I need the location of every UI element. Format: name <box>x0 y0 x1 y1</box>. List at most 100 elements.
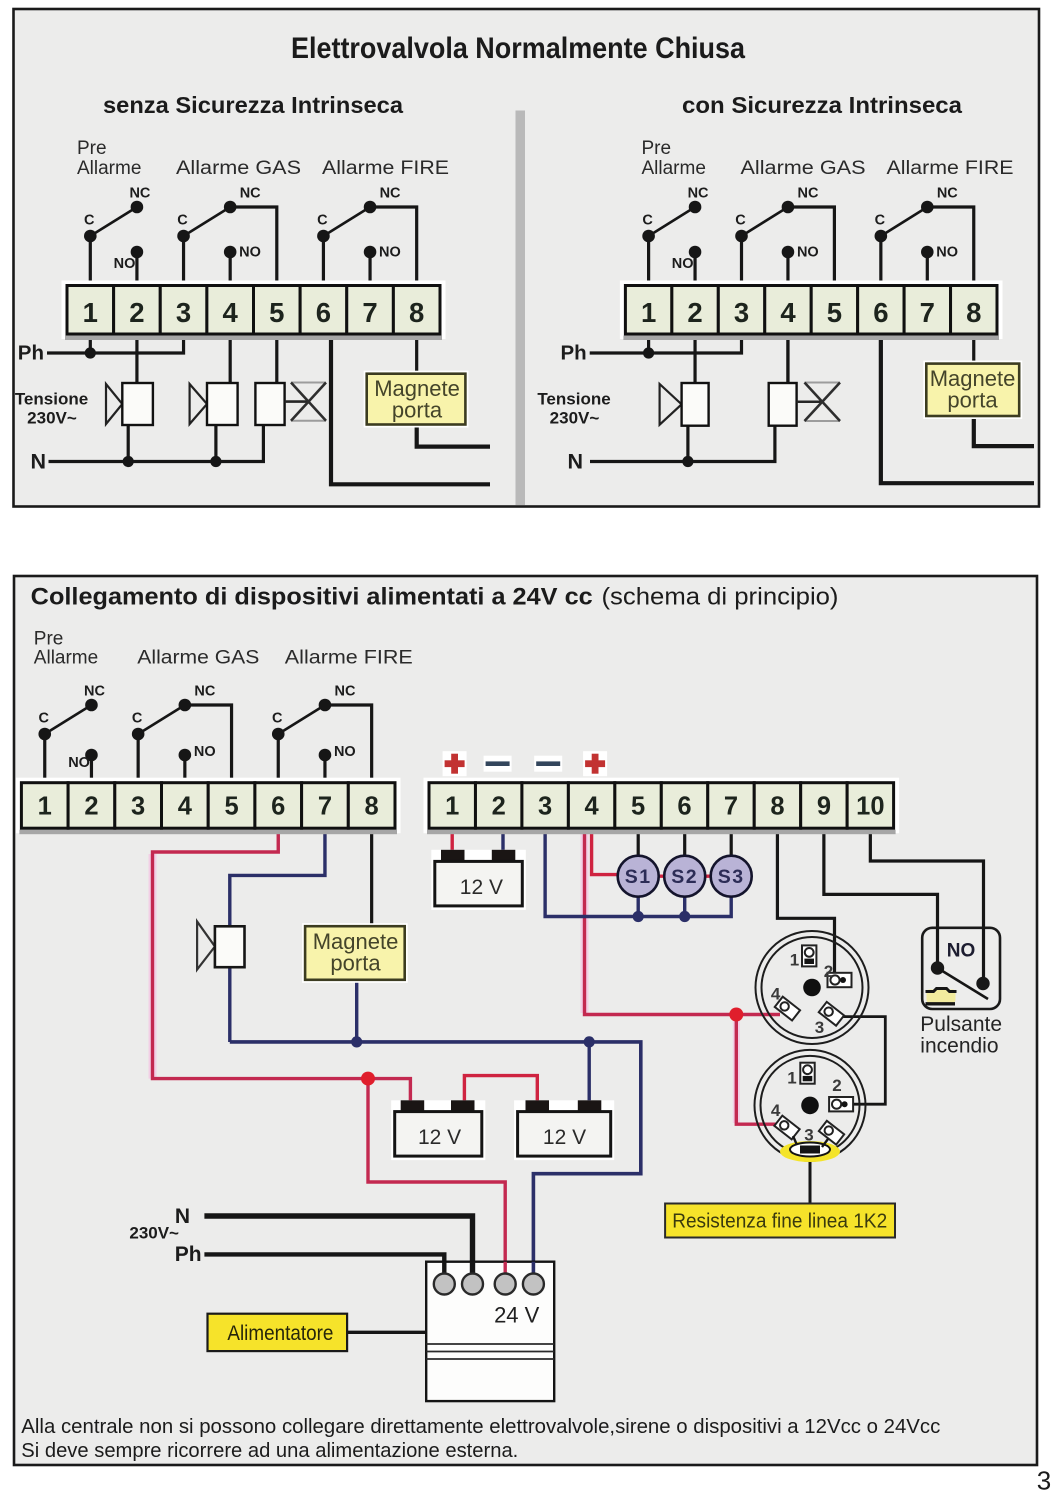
svg-text:3: 3 <box>1037 1466 1051 1496</box>
svg-text:S2: S2 <box>671 866 698 888</box>
svg-text:NO: NO <box>379 245 401 261</box>
svg-text:NO: NO <box>68 755 90 771</box>
svg-text:5: 5 <box>631 793 645 821</box>
svg-text:C: C <box>642 213 653 229</box>
svg-text:230V~: 230V~ <box>550 409 600 428</box>
svg-text:N: N <box>175 1205 190 1228</box>
svg-text:4: 4 <box>771 985 781 1004</box>
svg-text:incendio: incendio <box>920 1035 998 1058</box>
svg-text:NC: NC <box>240 186 261 202</box>
svg-text:2: 2 <box>129 297 144 328</box>
svg-text:porta: porta <box>392 398 443 423</box>
svg-text:5: 5 <box>269 297 284 328</box>
svg-text:3: 3 <box>131 793 145 821</box>
svg-text:7: 7 <box>920 297 935 328</box>
svg-text:8: 8 <box>409 297 424 328</box>
svg-text:8: 8 <box>966 297 981 328</box>
svg-text:3: 3 <box>176 297 191 328</box>
svg-text:Si deve sempre ricorrere ad un: Si deve sempre ricorrere ad una alimenta… <box>21 1440 518 1462</box>
svg-text:C: C <box>132 711 143 727</box>
svg-text:Alla centrale non si possono c: Alla centrale non si possono collegare d… <box>21 1416 940 1438</box>
svg-text:senza Sicurezza Intrinseca: senza Sicurezza Intrinseca <box>103 92 403 118</box>
svg-text:Tensione: Tensione <box>15 390 88 409</box>
svg-text:9: 9 <box>817 793 831 821</box>
svg-text:N: N <box>30 449 46 473</box>
svg-text:NC: NC <box>797 186 818 202</box>
svg-text:NO: NO <box>239 245 261 261</box>
svg-text:C: C <box>875 213 886 229</box>
svg-text:5: 5 <box>224 793 238 821</box>
svg-text:Resistenza fine linea 1K2: Resistenza fine linea 1K2 <box>672 1211 887 1233</box>
svg-text:7: 7 <box>362 297 377 328</box>
svg-text:Ph: Ph <box>175 1243 202 1266</box>
svg-text:2: 2 <box>687 297 702 328</box>
svg-text:Allarme FIRE: Allarme FIRE <box>285 648 413 669</box>
svg-text:6: 6 <box>873 297 888 328</box>
svg-text:Allarme FIRE: Allarme FIRE <box>322 158 449 179</box>
svg-text:1: 1 <box>445 793 459 821</box>
svg-text:4: 4 <box>223 297 239 328</box>
svg-text:S1: S1 <box>625 866 652 888</box>
svg-text:NO: NO <box>672 256 694 272</box>
svg-text:Collegamento di dispositivi al: Collegamento di dispositivi alimentati a… <box>31 584 593 611</box>
svg-text:C: C <box>84 213 95 229</box>
svg-text:5: 5 <box>827 297 842 328</box>
svg-text:Allarme: Allarme <box>642 158 706 179</box>
svg-text:Ph: Ph <box>560 341 586 364</box>
svg-text:4: 4 <box>178 793 193 821</box>
svg-text:8: 8 <box>365 793 379 821</box>
svg-text:Magnete: Magnete <box>313 929 399 954</box>
svg-text:NC: NC <box>380 186 401 202</box>
svg-text:NC: NC <box>688 186 709 202</box>
svg-text:NO: NO <box>194 744 216 760</box>
svg-text:C: C <box>39 711 50 727</box>
svg-text:1: 1 <box>83 297 98 328</box>
svg-text:NC: NC <box>194 684 215 700</box>
svg-text:1: 1 <box>790 951 799 970</box>
svg-text:Pre: Pre <box>34 628 64 649</box>
svg-text:Pre: Pre <box>642 138 672 159</box>
svg-text:Magnete: Magnete <box>930 366 1016 391</box>
svg-text:Allarme FIRE: Allarme FIRE <box>887 158 1014 179</box>
svg-text:6: 6 <box>271 793 285 821</box>
svg-text:7: 7 <box>318 793 332 821</box>
svg-text:3: 3 <box>804 1126 813 1145</box>
svg-text:1: 1 <box>641 297 656 328</box>
svg-text:Allarme GAS: Allarme GAS <box>741 158 866 179</box>
svg-text:2: 2 <box>832 1076 841 1095</box>
svg-text:12 V: 12 V <box>543 1126 586 1149</box>
svg-text:230V~: 230V~ <box>129 1224 179 1243</box>
svg-text:C: C <box>735 213 746 229</box>
svg-text:Allarme GAS: Allarme GAS <box>176 158 301 179</box>
svg-text:3: 3 <box>815 1018 824 1037</box>
svg-text:Allarme: Allarme <box>34 648 98 669</box>
svg-text:Alimentatore: Alimentatore <box>227 1322 333 1345</box>
svg-text:Pulsante: Pulsante <box>920 1013 1002 1036</box>
svg-text:(schema di principio): (schema di principio) <box>602 584 839 611</box>
svg-text:230V~: 230V~ <box>27 409 77 428</box>
svg-text:10: 10 <box>856 793 884 821</box>
svg-text:NC: NC <box>937 186 958 202</box>
svg-text:7: 7 <box>724 793 738 821</box>
svg-text:NO: NO <box>797 245 819 261</box>
svg-text:C: C <box>177 213 188 229</box>
svg-text:porta: porta <box>947 388 998 413</box>
svg-text:NO: NO <box>334 744 356 760</box>
svg-text:N: N <box>567 449 583 473</box>
svg-text:8: 8 <box>770 793 784 821</box>
svg-text:12 V: 12 V <box>460 876 503 899</box>
svg-text:C: C <box>272 711 283 727</box>
svg-text:Allarme GAS: Allarme GAS <box>137 648 259 669</box>
svg-text:2: 2 <box>84 793 98 821</box>
svg-text:12 V: 12 V <box>418 1126 461 1149</box>
svg-text:NC: NC <box>129 186 150 202</box>
svg-text:6: 6 <box>316 297 331 328</box>
svg-text:24 V: 24 V <box>494 1303 540 1328</box>
svg-text:4: 4 <box>780 297 796 328</box>
svg-text:Allarme: Allarme <box>77 158 141 179</box>
svg-text:NC: NC <box>84 684 105 700</box>
svg-text:Ph: Ph <box>18 341 44 364</box>
svg-text:2: 2 <box>824 962 833 981</box>
svg-text:NO: NO <box>114 256 136 272</box>
svg-text:Tensione: Tensione <box>537 390 610 409</box>
